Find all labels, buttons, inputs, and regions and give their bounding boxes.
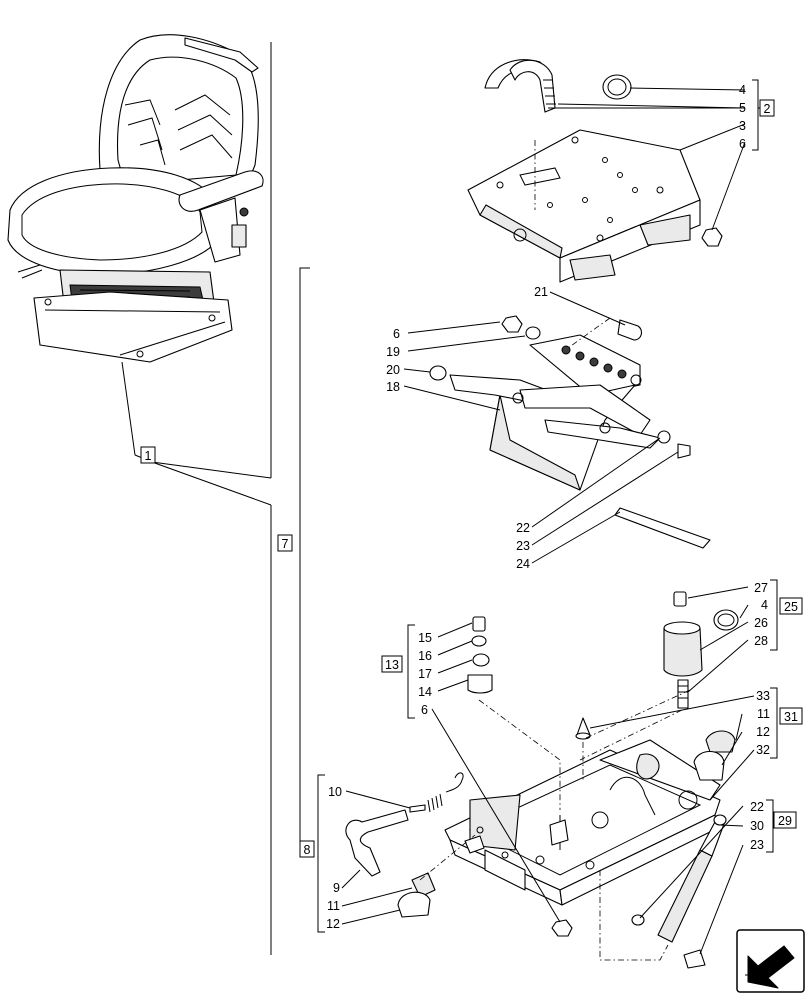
callout-23: 23 bbox=[516, 539, 530, 553]
callout-3: 3 bbox=[739, 119, 746, 133]
callout-21: 21 bbox=[534, 285, 548, 299]
callout-26: 26 bbox=[754, 616, 768, 630]
callout-4: 4 bbox=[761, 598, 768, 612]
assembly-box-7: 7 bbox=[282, 537, 289, 551]
callout-32: 32 bbox=[756, 743, 770, 757]
callout-14: 14 bbox=[418, 685, 432, 699]
callout-28: 28 bbox=[754, 634, 768, 648]
assembly-box-8: 8 bbox=[304, 843, 311, 857]
callout-6: 6 bbox=[739, 137, 746, 151]
callout-5: 5 bbox=[739, 101, 746, 115]
callout-19: 19 bbox=[386, 345, 400, 359]
callout-33: 33 bbox=[756, 689, 770, 703]
assembly-reference-boxes: 1 2 7 8 13 25 29 31 bbox=[140, 99, 803, 858]
callout-16: 16 bbox=[418, 649, 432, 663]
callout-22: 22 bbox=[516, 521, 530, 535]
lever-mechanism-illustration bbox=[429, 315, 711, 549]
assembly-box-1: 1 bbox=[145, 449, 152, 463]
seat-rail-plate-illustration bbox=[467, 59, 723, 283]
callout-15: 15 bbox=[418, 631, 432, 645]
callout-labels: 4 5 3 6 21 6 19 20 18 22 23 24 27 4 26 2… bbox=[326, 83, 770, 931]
callout-23: 23 bbox=[750, 838, 764, 852]
callout-24: 24 bbox=[516, 557, 530, 571]
assembly-box-31: 31 bbox=[784, 710, 798, 724]
callout-9: 9 bbox=[333, 881, 340, 895]
callout-11: 11 bbox=[757, 707, 770, 721]
assembly-box-2: 2 bbox=[764, 102, 771, 116]
callout-6: 6 bbox=[421, 703, 428, 717]
assembly-box-13: 13 bbox=[385, 658, 399, 672]
seat-assembly-illustration bbox=[7, 34, 264, 363]
callout-18: 18 bbox=[386, 380, 400, 394]
callout-6: 6 bbox=[393, 327, 400, 341]
callout-30: 30 bbox=[750, 819, 764, 833]
callout-17: 17 bbox=[418, 667, 432, 681]
callout-12: 12 bbox=[756, 725, 770, 739]
assembly-box-29: 29 bbox=[778, 814, 792, 828]
arrow-navigation-icon[interactable] bbox=[736, 929, 805, 993]
callout-4: 4 bbox=[739, 83, 746, 97]
callout-22: 22 bbox=[750, 800, 764, 814]
base-frame-illustration bbox=[345, 591, 739, 969]
callout-10: 10 bbox=[328, 785, 342, 799]
callout-12: 12 bbox=[326, 917, 340, 931]
callout-20: 20 bbox=[386, 363, 400, 377]
callout-27: 27 bbox=[754, 581, 768, 595]
callout-11: 11 bbox=[327, 899, 340, 913]
assembly-box-25: 25 bbox=[784, 600, 798, 614]
